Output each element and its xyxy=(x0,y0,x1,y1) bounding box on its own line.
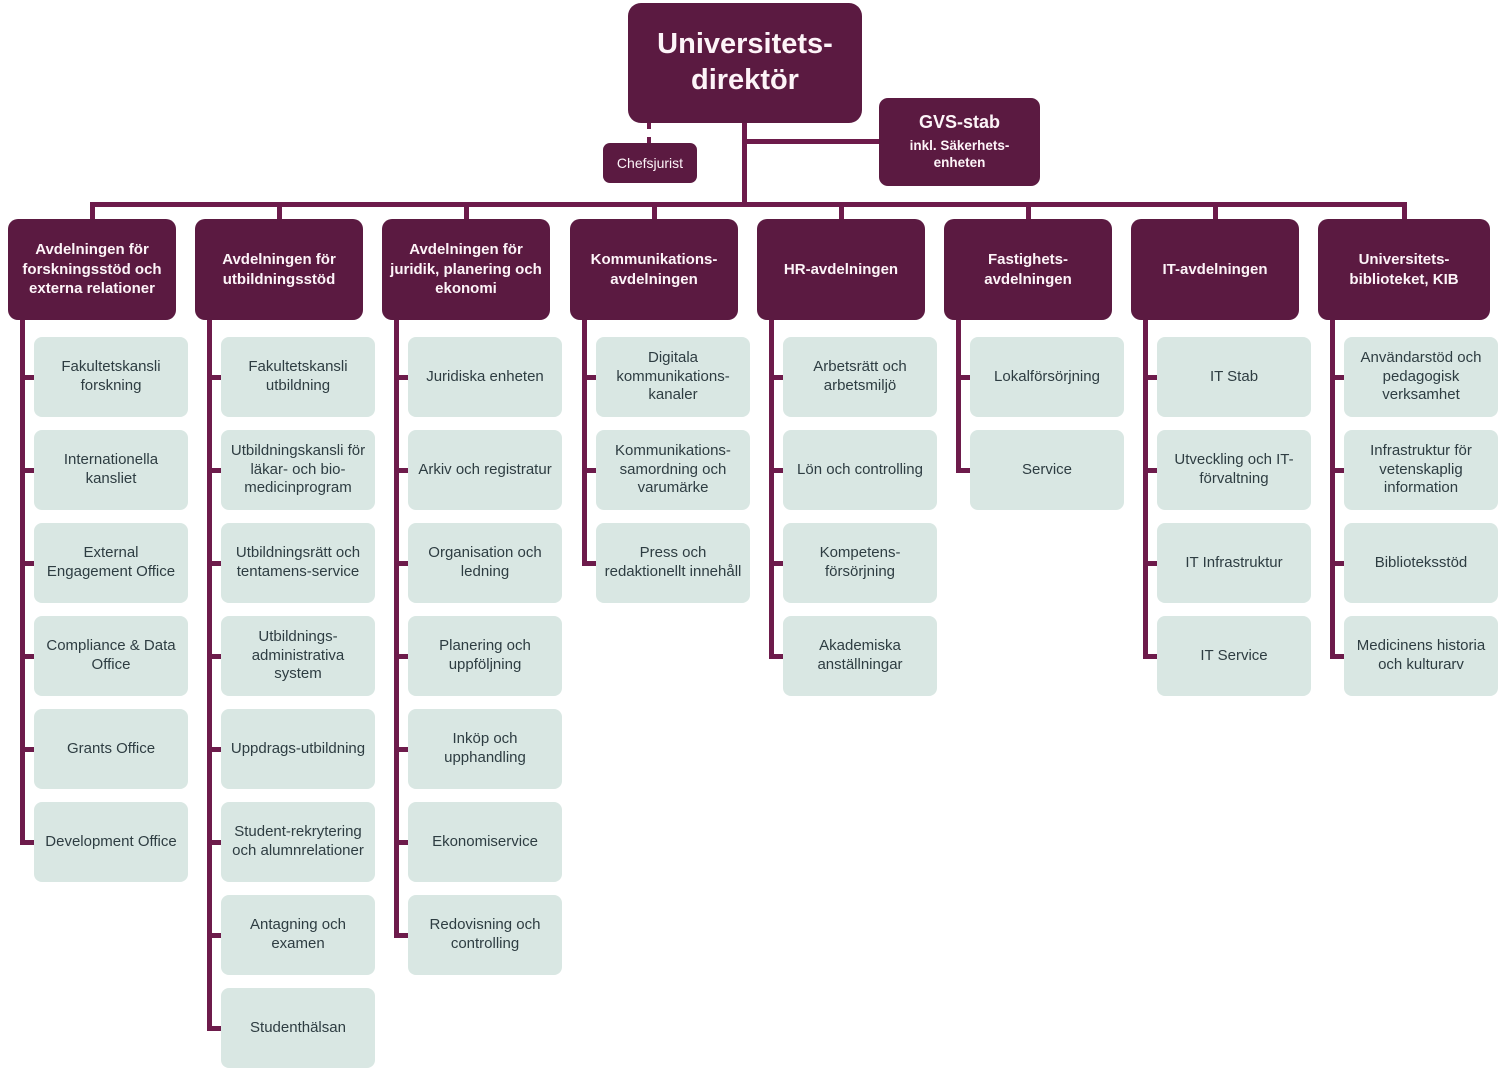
unit-box: IT Service xyxy=(1143,616,1311,696)
unit-box: Redovisning och controlling xyxy=(394,895,562,975)
node-chefsjurist: Chefsjurist xyxy=(603,143,697,183)
unit-box: Ekonomiservice xyxy=(394,802,562,882)
unit-box: Utbildningsrätt och tentamens-service xyxy=(207,523,375,603)
unit-box: Antagning och examen xyxy=(207,895,375,975)
dept-header: Kommunikations-avdelningen xyxy=(570,202,738,320)
gvs-stab-title: GVS-stab xyxy=(918,112,1001,133)
unit-box: Arbetsrätt och arbetsmiljö xyxy=(769,337,937,417)
dept-header: Avdelningen för utbildningsstöd xyxy=(195,202,363,320)
unit-box: Studenthälsan xyxy=(207,988,375,1068)
unit-box: Press och redaktionellt innehåll xyxy=(582,523,750,603)
unit-box: Uppdrags-utbildning xyxy=(207,709,375,789)
connector-root-trunk xyxy=(742,123,747,207)
org-column-utbildningsstod: Avdelningen för utbildningsstöd Fakultet… xyxy=(195,202,375,1068)
unit-box: Kompetens-försörjning xyxy=(769,523,937,603)
unit-box: Student-rekrytering och alumnrelationer xyxy=(207,802,375,882)
unit-box: IT Infrastruktur xyxy=(1143,523,1311,603)
dept-header: Fastighets-avdelningen xyxy=(944,202,1112,320)
unit-box: Compliance & Data Office xyxy=(20,616,188,696)
unit-list: Fakultetskansli forskning Internationell… xyxy=(8,320,188,882)
unit-list: Juridiska enheten Arkiv och registratur … xyxy=(382,320,562,975)
unit-list: Digitala kommunikations-kanaler Kommunik… xyxy=(570,320,750,603)
connector-horizontal-bus xyxy=(90,202,1404,207)
unit-box: Internationella kansliet xyxy=(20,430,188,510)
unit-box: Utbildningskansli för läkar- och bio-med… xyxy=(207,430,375,510)
unit-box: Lokalförsörjning xyxy=(956,337,1124,417)
node-gvs-stab: GVS-stab inkl. Säkerhets-enheten xyxy=(879,98,1040,186)
org-column-it: IT-avdelningen IT Stab Utveckling och IT… xyxy=(1131,202,1311,696)
unit-box: Arkiv och registratur xyxy=(394,430,562,510)
org-column-kommunikation: Kommunikations-avdelningen Digitala komm… xyxy=(570,202,750,603)
unit-box: Utbildnings-administrativa system xyxy=(207,616,375,696)
unit-box: External Engagement Office xyxy=(20,523,188,603)
unit-box: Fakultetskansli forskning xyxy=(20,337,188,417)
unit-box: Service xyxy=(956,430,1124,510)
connector-gvs-stab xyxy=(745,139,879,144)
dept-header: Universitets-biblioteket, KIB xyxy=(1318,202,1490,320)
unit-box: Akademiska anställningar xyxy=(769,616,937,696)
unit-list: Fakultetskansli utbildning Utbildningska… xyxy=(195,320,375,1068)
unit-box: Infrastruktur för vetenskaplig informati… xyxy=(1330,430,1498,510)
org-column-biblioteket: Universitets-biblioteket, KIB Användarst… xyxy=(1318,202,1498,696)
dept-header: HR-avdelningen xyxy=(757,202,925,320)
unit-box: Planering och uppföljning xyxy=(394,616,562,696)
unit-box: Fakultetskansli utbildning xyxy=(207,337,375,417)
org-column-juridik-planering-ekonomi: Avdelningen för juridik, planering och e… xyxy=(382,202,562,975)
unit-box: Utveckling och IT-förvaltning xyxy=(1143,430,1311,510)
unit-box: Kommunikations-samordning och varumärke xyxy=(582,430,750,510)
unit-box: Användarstöd och pedagogisk verksamhet xyxy=(1330,337,1498,417)
org-column-fastighet: Fastighets-avdelningen Lokalförsörjning … xyxy=(944,202,1124,510)
unit-list: Användarstöd och pedagogisk verksamhet I… xyxy=(1318,320,1498,696)
dept-header: IT-avdelningen xyxy=(1131,202,1299,320)
org-column-forskningsstod: Avdelningen för forskningsstöd och exter… xyxy=(8,202,188,882)
node-universitetsdirektor: Universitets-direktör xyxy=(628,3,862,123)
dept-header: Avdelningen för forskningsstöd och exter… xyxy=(8,202,176,320)
unit-list: IT Stab Utveckling och IT-förvaltning IT… xyxy=(1131,320,1311,696)
unit-box: Biblioteksstöd xyxy=(1330,523,1498,603)
unit-box: IT Stab xyxy=(1143,337,1311,417)
unit-box: Digitala kommunikations-kanaler xyxy=(582,337,750,417)
unit-box: Medicinens historia och kulturarv xyxy=(1330,616,1498,696)
unit-list: Lokalförsörjning Service xyxy=(944,320,1124,510)
unit-box: Inköp och upphandling xyxy=(394,709,562,789)
unit-box: Organisation och ledning xyxy=(394,523,562,603)
unit-box: Lön och controlling xyxy=(769,430,937,510)
org-column-hr: HR-avdelningen Arbetsrätt och arbetsmilj… xyxy=(757,202,937,696)
dept-header: Avdelningen för juridik, planering och e… xyxy=(382,202,550,320)
gvs-stab-subtitle: inkl. Säkerhets-enheten xyxy=(909,137,1010,171)
unit-list: Arbetsrätt och arbetsmiljö Lön och contr… xyxy=(757,320,937,696)
unit-box: Grants Office xyxy=(20,709,188,789)
unit-box: Juridiska enheten xyxy=(394,337,562,417)
connector-chefsjurist-dashed xyxy=(647,121,651,145)
unit-box: Development Office xyxy=(20,802,188,882)
